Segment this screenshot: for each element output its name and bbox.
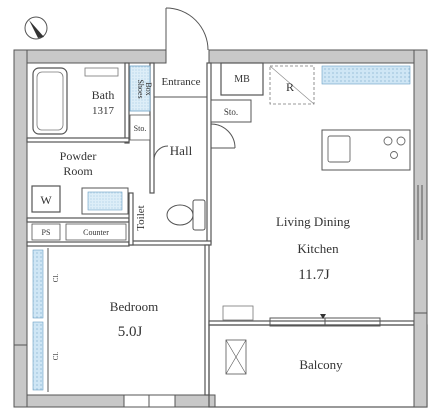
washer-space [31,185,61,213]
label-powder-room-2: Room [63,164,93,178]
label-entrance: Entrance [161,76,200,88]
refrigerator-space [269,65,315,105]
label-bedroom-size: 5.0J [118,324,143,340]
label-refrigerator: R [286,80,294,94]
label-closet-upper: Cl. [52,274,60,283]
bedroom-windows [123,394,176,408]
label-ps: PS [42,228,51,237]
label-balcony: Balcony [299,357,343,372]
label-mb: MB [234,74,250,85]
ldk-side-window [417,185,423,240]
label-counter: Counter [83,228,109,237]
shoes-box [129,65,151,112]
label-storage-hall: Sto. [224,107,238,117]
entrance-door[interactable] [165,7,209,51]
counter-space [65,223,127,241]
toilet-fixture [166,199,206,231]
bathtub [32,67,68,135]
label-ldk-1: Living Dining [276,214,351,229]
label-closet-lower: Cl. [52,352,60,361]
label-hall: Hall [170,143,193,158]
washbasin [81,187,129,215]
label-bedroom: Bedroom [110,299,158,314]
hall-door[interactable] [153,123,236,161]
storage-bath [129,114,151,141]
label-toilet: Toilet [135,205,147,231]
interior-walls [26,62,415,396]
label-shoes-box-1: Shoes [136,79,145,98]
closet-lower [32,321,44,391]
ps-space [31,223,61,241]
north-arrow-icon [24,16,48,40]
label-bath-size: 1317 [92,105,115,117]
label-bath: Bath [92,88,115,102]
label-shoes-box-2: Box [144,82,153,95]
label-washer: W [40,193,52,207]
label-ldk-size: 11.7J [298,267,330,283]
label-ldk-2: Kitchen [297,241,339,256]
storage-hall [210,99,252,123]
kitchen-counter [321,129,411,171]
label-storage-bath: Sto. [134,124,147,133]
label-powder-room-1: Powder [60,149,97,163]
closet-upper [32,249,44,319]
entry-arrow-icon [320,314,326,319]
kitchen-upper-cabinet [321,65,411,85]
outer-walls [13,49,428,408]
